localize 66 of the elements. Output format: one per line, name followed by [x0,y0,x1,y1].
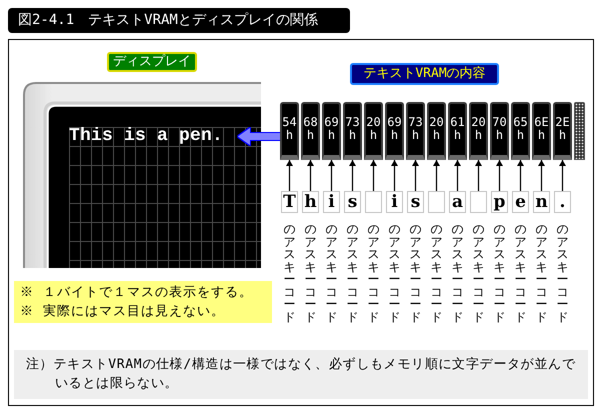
footnote-box: 注）テキストVRAMの仕様/構造は一様ではなく、必ずしもメモリ順に文字データが並んでいるとは限らない。 [14,350,588,399]
character-box: n [533,191,550,213]
memory-cell: 54 h [280,102,299,160]
memory-cell: 65 h [511,102,530,160]
character-box [365,191,382,213]
figure-title: 図2-4.1 テキストVRAMとディスプレイの関係 [8,8,350,33]
memory-cell: 73 h [406,102,425,160]
vertical-caption: のアスキーコード [410,223,422,323]
character-box: s [344,191,361,213]
character-box: i [323,191,340,213]
vertical-caption: のアスキーコード [430,223,442,323]
vertical-caption: のアスキーコード [326,223,338,323]
arrow [496,160,503,191]
arrow [538,160,545,191]
vertical-caption: のアスキーコード [556,223,568,323]
character-box: p [491,191,508,213]
vertical-caption: のアスキーコード [536,223,548,323]
vertical-caption: のアスキーコード [388,223,400,323]
character-box: i [386,191,403,213]
memory-cell: 68 h [301,102,320,160]
arrow [391,160,398,191]
heading-badge: ディスプレイ [107,52,197,72]
note-line: ※ 実際にはマス目は見えない。 [20,303,226,321]
character-box: h [302,191,319,213]
memory-cell: 20 h [469,102,488,160]
memory-cell: 2E h [553,102,572,160]
vertical-caption: のアスキーコード [284,223,296,323]
arrow [286,160,293,191]
character-box: . [554,191,571,213]
character-box: T [281,191,298,213]
character-box: s [407,191,424,213]
vertical-caption: のアスキーコード [368,223,380,323]
vertical-caption: のアスキーコード [514,223,526,323]
vertical-caption: のアスキーコード [472,223,484,323]
memory-cell [574,102,585,160]
arrow [454,160,461,191]
memory-cell: 20 h [364,102,383,160]
memory-cell: 20 h [427,102,446,160]
arrow [412,160,419,191]
memory-cell: 70 h [490,102,509,160]
character-box [470,191,487,213]
heading-badge: テキストVRAMの内容 [350,63,499,85]
display-text: This is a pen. [69,127,238,146]
arrow [433,160,440,191]
arrow [370,160,377,191]
memory-cell: 69 h [385,102,404,160]
arrow [238,128,280,145]
character-box: e [512,191,529,213]
vertical-caption: のアスキーコード [452,223,464,323]
arrow [349,160,356,191]
memory-cell: 61 h [448,102,467,160]
character-box [428,191,445,213]
vertical-caption: のアスキーコード [304,223,316,323]
arrow [328,160,335,191]
vertical-caption: のアスキーコード [494,223,506,323]
note-line: ※ １バイトで１マスの表示をする。 [20,284,254,302]
memory-cell: 69 h [322,102,341,160]
arrow [475,160,482,191]
character-box: a [449,191,466,213]
arrow [307,160,314,191]
memory-cell: 73 h [343,102,362,160]
arrow [559,160,566,191]
memory-cell: 6E h [532,102,551,160]
vertical-caption: のアスキーコード [346,223,358,323]
arrow [517,160,524,191]
note-box [14,281,272,323]
